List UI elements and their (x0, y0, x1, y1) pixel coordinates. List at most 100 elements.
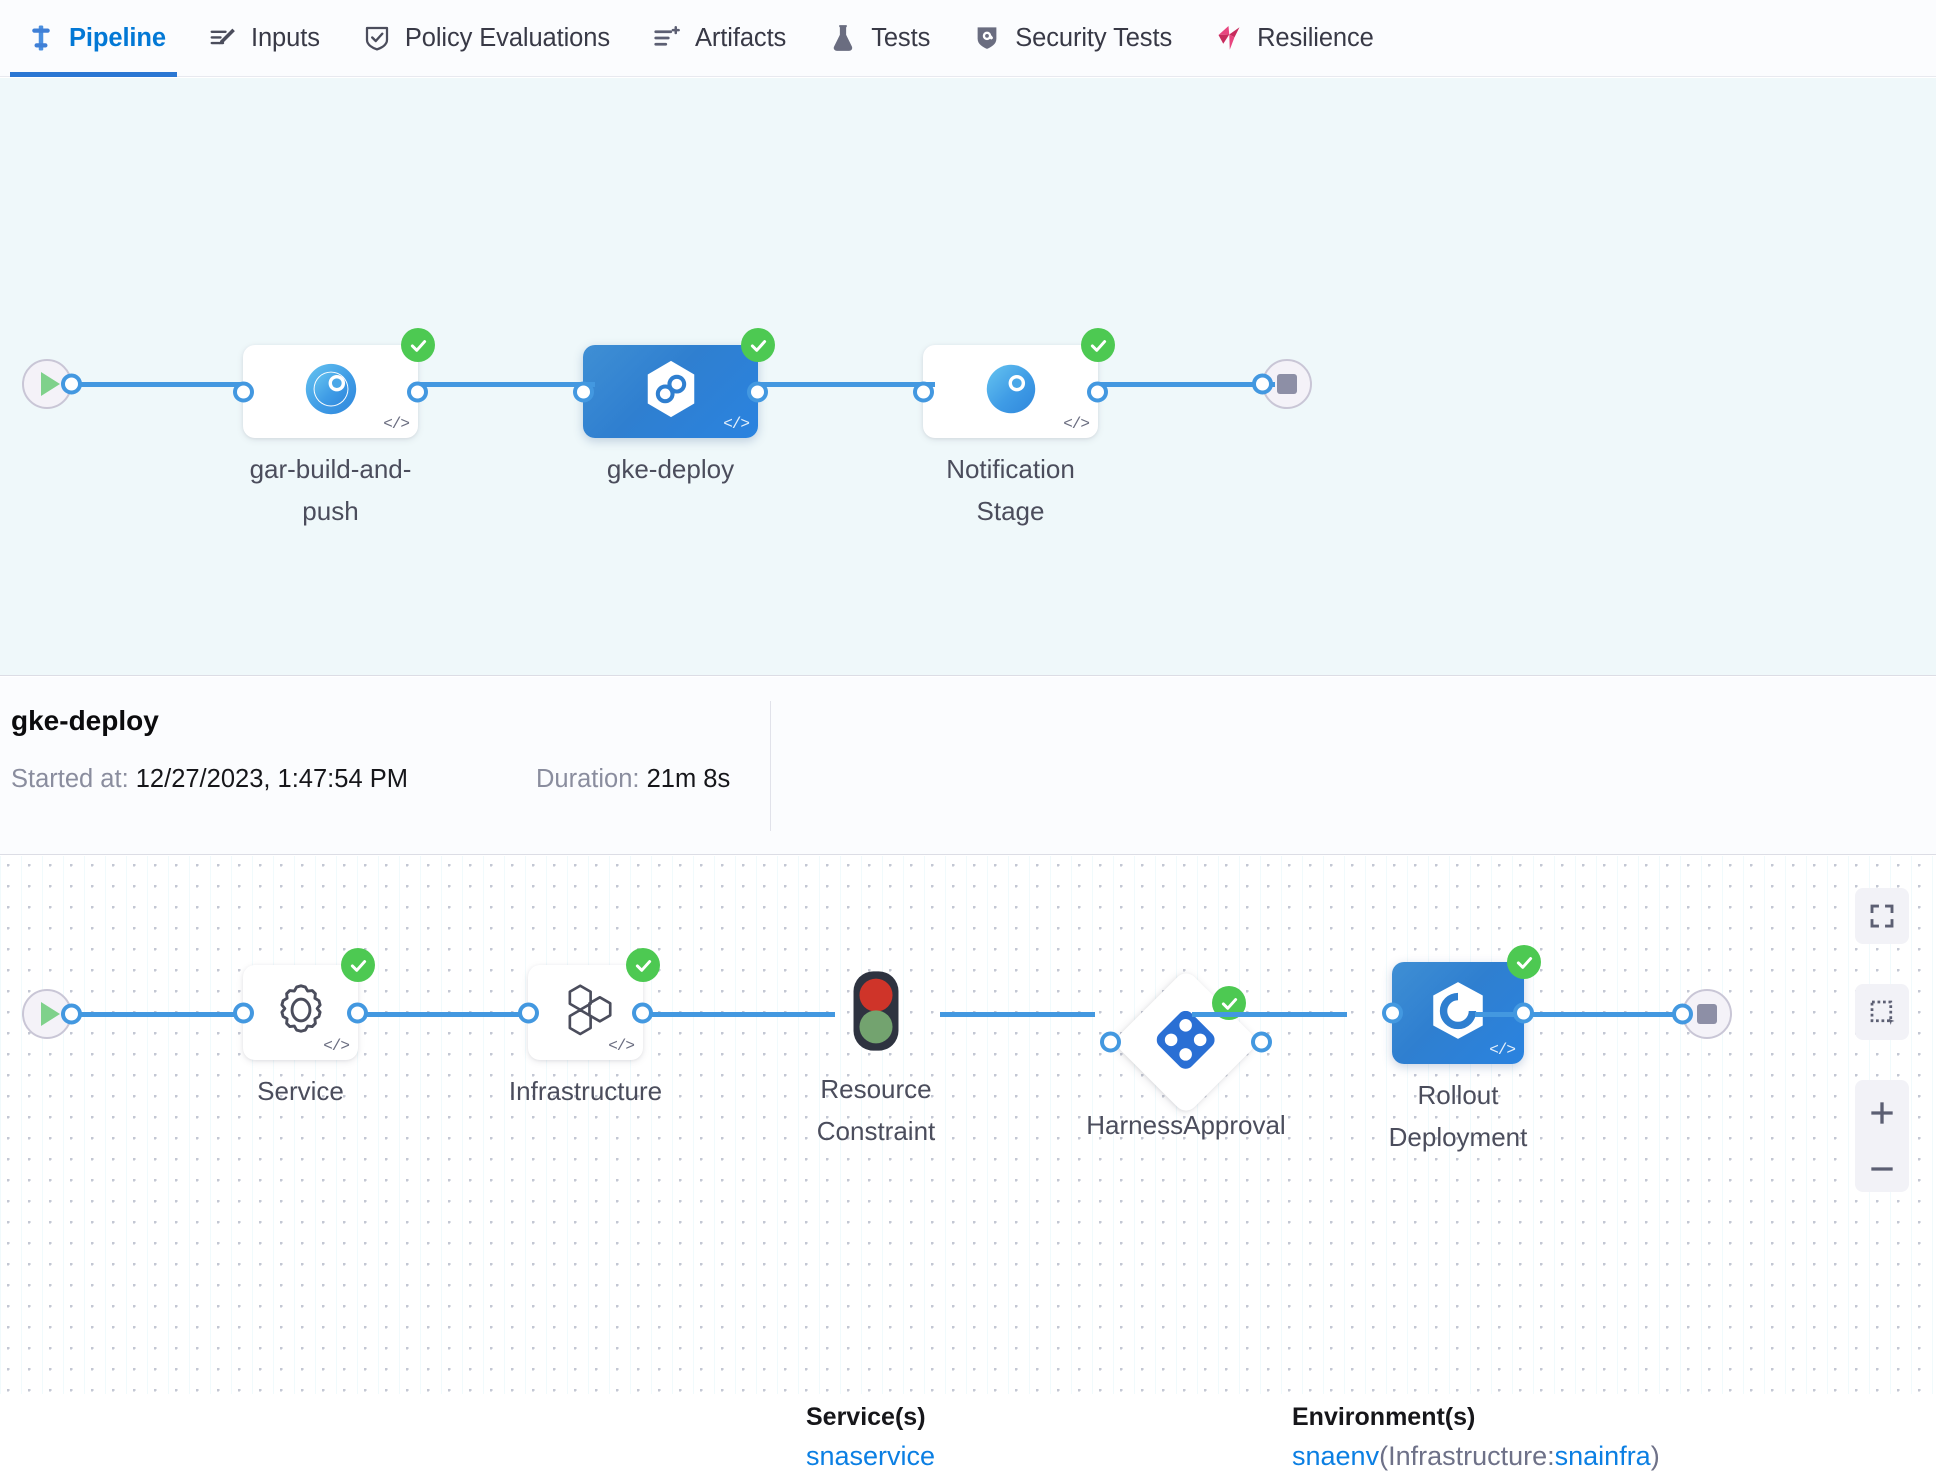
port-left (1672, 1003, 1693, 1025)
zoom-in-out-group[interactable] (1855, 1080, 1909, 1192)
code-yaml-icon[interactable]: </> (1063, 415, 1090, 433)
started-at-row: Started at: 12/27/2023, 1:47:54 PM (11, 765, 408, 794)
started-at-value: 12/27/2023, 1:47:54 PM (135, 765, 408, 793)
tab-resilience[interactable]: Resilience (1193, 0, 1395, 77)
tab-tests[interactable]: Tests (807, 0, 951, 77)
connector-line (415, 382, 595, 387)
connector-line (1192, 1012, 1347, 1017)
pipeline-end-node[interactable] (1252, 359, 1312, 409)
tab-label: Inputs (250, 23, 320, 52)
code-yaml-icon[interactable]: </> (383, 415, 410, 433)
tab-policy-evaluations[interactable]: Policy Evaluations (341, 0, 631, 77)
port-left (233, 381, 254, 402)
resilience-icon (1214, 23, 1244, 53)
service-link[interactable]: snaservice (806, 1441, 936, 1471)
fullscreen-icon (1867, 901, 1897, 931)
approval-icon (1157, 1010, 1215, 1074)
connector-line (645, 1012, 835, 1017)
step-node-infrastructure[interactable]: </> Infrastructure (509, 948, 662, 1106)
port-right (747, 381, 768, 402)
step-node-harness-approval[interactable]: HarnessApproval (1086, 968, 1286, 1140)
hexagons-icon (556, 982, 616, 1043)
stage-node-label: gke-deploy (606, 454, 735, 484)
port-right (1087, 381, 1108, 402)
execution-start-node[interactable] (22, 989, 82, 1039)
infrastructure-link[interactable]: snainfra (1554, 1441, 1651, 1471)
execution-end-node[interactable] (1672, 989, 1732, 1039)
tab-artifacts[interactable]: Artifacts (631, 0, 807, 77)
port-right (407, 381, 428, 402)
step-node-label: Service (257, 1076, 344, 1106)
dotted-square-icon (1867, 997, 1897, 1027)
duration-label: Duration: (536, 765, 640, 793)
connector-line (1095, 382, 1275, 387)
code-yaml-icon[interactable]: </> (608, 1037, 635, 1055)
step-execution-graph[interactable]: </> Service </> I (0, 856, 1936, 1394)
tab-label: Artifacts (695, 23, 787, 52)
graph-grid-background (0, 856, 1936, 1394)
environment-value[interactable]: snaenv(Infrastructure:snainfra) (1292, 1441, 1660, 1472)
connector-line (1475, 1012, 1680, 1017)
traffic-light-icon (848, 970, 904, 1057)
port-left (573, 381, 594, 402)
paren-close: ) (1650, 1441, 1660, 1471)
connector-line (72, 382, 247, 387)
connector-line (72, 1012, 247, 1017)
tab-label: Security Tests (1015, 23, 1173, 52)
harness-ci-icon (980, 358, 1042, 425)
tab-pipeline[interactable]: Pipeline (0, 0, 187, 77)
zoom-out-button[interactable] (1866, 1163, 1898, 1175)
tab-label: Pipeline (69, 23, 166, 52)
port-right (632, 1002, 653, 1023)
rollout-icon (1425, 980, 1491, 1047)
port-right (61, 373, 82, 395)
port-left (913, 381, 934, 402)
port-left (518, 1002, 539, 1023)
step-node-service[interactable]: </> Service (233, 948, 375, 1106)
step-node-resource-constraint[interactable]: Resource Constraint (817, 970, 935, 1146)
port-left (1100, 1031, 1121, 1053)
stage-node-label: gar-build-and-push (249, 454, 412, 526)
step-node-rollout-deployment[interactable]: </> Rollout Deployment (1382, 945, 1541, 1152)
stage-detail-title: gke-deploy (11, 705, 159, 736)
security-shield-icon (972, 23, 1002, 53)
step-node-label: Rollout Deployment (1388, 1080, 1528, 1152)
services-header: Service(s) (806, 1403, 926, 1431)
selection-box-button[interactable] (1855, 984, 1909, 1040)
code-yaml-icon[interactable]: </> (323, 1037, 350, 1055)
inputs-icon (208, 23, 238, 53)
stage-node-gar-build-and-push[interactable]: </> gar-build-and-push (233, 328, 435, 526)
harness-ci-icon (300, 358, 362, 425)
execution-tab-bar: Pipeline Inputs Policy Evaluations (0, 0, 1936, 77)
harness-cd-icon (642, 358, 700, 425)
code-yaml-icon[interactable]: </> (723, 415, 750, 433)
stage-node-notification-stage[interactable]: </> Notification Stage (913, 328, 1115, 526)
stop-icon (1277, 374, 1297, 394)
started-at-label: Started at: (11, 765, 129, 793)
step-node-label: Infrastructure (508, 1076, 663, 1106)
step-node-label: Resource Constraint (816, 1074, 936, 1146)
zoom-in-button[interactable] (1866, 1097, 1898, 1129)
port-right (61, 1003, 82, 1025)
tab-label: Tests (871, 23, 931, 52)
gear-icon (272, 981, 330, 1044)
tab-security-tests[interactable]: Security Tests (951, 0, 1193, 77)
port-right (347, 1002, 368, 1023)
infrastructure-label: (Infrastructure: (1379, 1441, 1555, 1471)
connector-line (940, 1012, 1095, 1017)
port-right (1251, 1031, 1272, 1053)
step-node-label: HarnessApproval (1086, 1110, 1286, 1140)
status-badge-success (1081, 328, 1115, 362)
fit-to-screen-button[interactable] (1855, 888, 1909, 944)
policy-shield-icon (362, 23, 392, 53)
connector-line (755, 382, 935, 387)
code-yaml-icon[interactable]: </> (1489, 1041, 1516, 1059)
environment-link[interactable]: snaenv (1292, 1441, 1380, 1471)
tab-inputs[interactable]: Inputs (187, 0, 341, 77)
port-left (233, 1002, 254, 1023)
pipeline-stage-graph[interactable]: </> gar-build-and-push </> (0, 78, 1936, 676)
duration-row: Duration: 21m 8s (536, 765, 730, 794)
pipeline-start-node[interactable] (22, 359, 82, 409)
stage-node-gke-deploy[interactable]: </> gke-deploy (573, 328, 775, 484)
stage-node-label: Notification Stage (946, 454, 1075, 526)
